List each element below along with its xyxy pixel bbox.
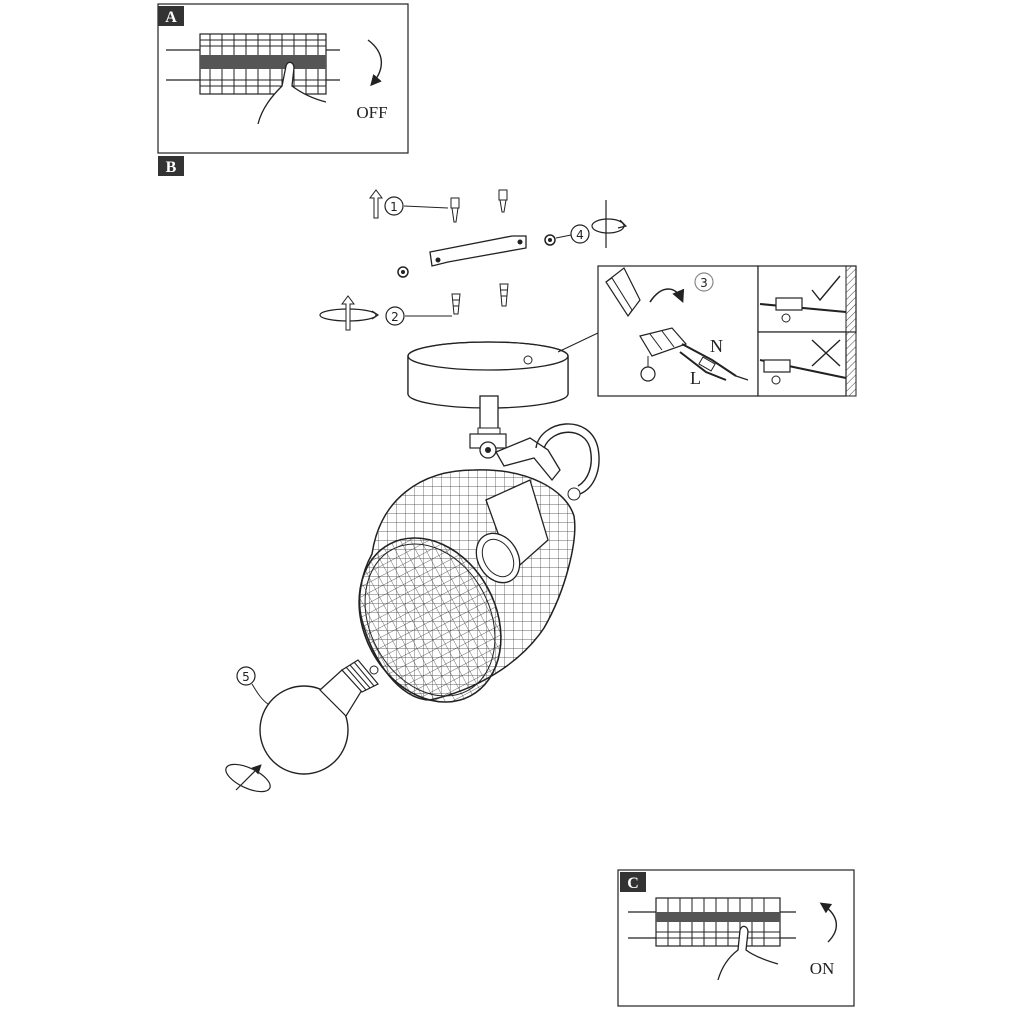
wiring-inset: 3 N L	[597, 265, 759, 397]
screw-icon	[499, 283, 509, 307]
panel-c-on-label: ON	[810, 959, 835, 978]
bulb-base	[341, 659, 379, 693]
panel-c-breaker-on: C ON	[617, 869, 855, 1007]
wire-connection-correct	[757, 265, 857, 397]
screw-icon	[451, 293, 461, 315]
step-1-marker	[384, 196, 404, 216]
switch-up-arrow-icon	[819, 902, 837, 943]
panel-c-tag	[620, 872, 646, 892]
screw-icon	[498, 189, 508, 213]
check-icon	[811, 275, 841, 302]
mounting-hardware: 1 4	[319, 189, 628, 331]
step-3-marker	[694, 272, 714, 292]
step-4-number: 4	[576, 228, 584, 242]
cross-icon	[811, 339, 841, 367]
terminal-block	[639, 327, 688, 357]
step-4-marker	[570, 224, 590, 244]
up-arrow-icon	[369, 189, 383, 219]
step-5-number: 5	[242, 670, 250, 684]
panel-a-breaker-off: A OFF	[157, 3, 409, 154]
hand-icon	[257, 61, 327, 125]
step-2-marker	[385, 306, 405, 326]
step-5-marker	[236, 666, 256, 686]
live-label: L	[690, 368, 701, 388]
panel-a-off-label: OFF	[356, 103, 387, 122]
breaker-block-a	[199, 33, 327, 95]
neutral-label: N	[710, 336, 723, 356]
screw-icon	[450, 197, 460, 223]
panel-a-tag	[158, 6, 184, 26]
hand-icon	[717, 925, 779, 981]
switch-down-arrow-icon	[367, 39, 382, 87]
panel-c-tag-label: C	[627, 875, 639, 892]
panel-b-tag-label: B	[166, 159, 177, 176]
spotlight-assembly	[469, 395, 600, 501]
wire-connection-incorrect	[757, 331, 847, 397]
curved-arrow-icon	[649, 288, 685, 303]
mounting-bracket	[429, 235, 527, 267]
mesh-lamp-shade	[358, 469, 576, 703]
step-2-number: 2	[391, 310, 399, 324]
panel-b-tag: B	[158, 156, 184, 176]
ceiling-canopy	[407, 331, 601, 409]
terminal-cover	[605, 267, 641, 318]
breaker-block-c	[655, 897, 781, 947]
step-1-number: 1	[390, 200, 398, 214]
panel-a-tag-label: A	[165, 9, 177, 26]
light-bulb: 5	[225, 659, 379, 793]
step-3-number: 3	[700, 276, 708, 290]
